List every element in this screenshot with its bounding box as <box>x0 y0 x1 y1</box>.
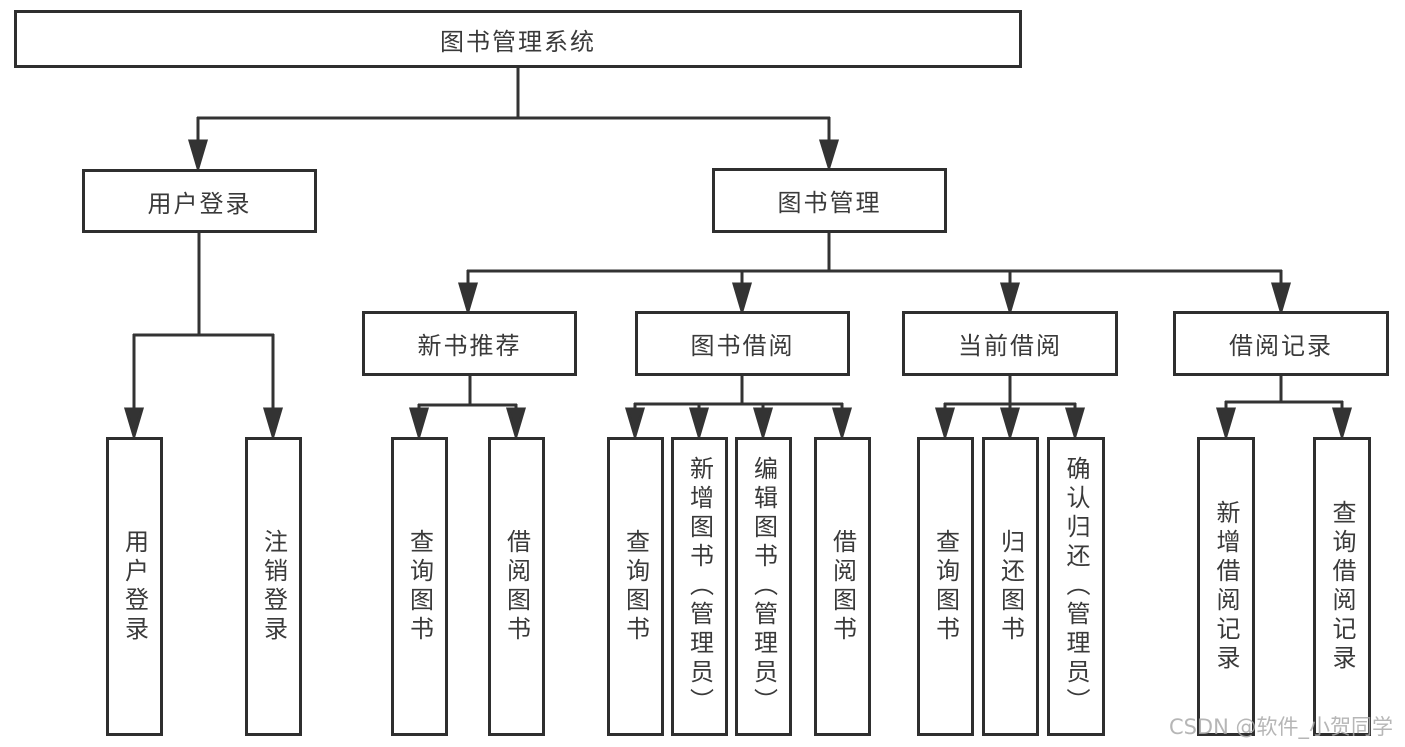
connector-borrow-records-to-leaves <box>1215 376 1353 442</box>
node-label: 当前借阅 <box>958 332 1062 360</box>
node-label: 用户登录 <box>147 189 252 218</box>
node-label: 新增图书（管理员） <box>685 456 714 717</box>
leaf-nbr-query-books: 查询图书 <box>391 437 448 736</box>
node-label: 借阅记录 <box>1229 332 1333 360</box>
node-label: 新书推荐 <box>417 332 522 360</box>
node-new-book-recommendation: 新书推荐 <box>362 311 577 376</box>
node-label: 图书借阅 <box>690 332 795 360</box>
node-library-management-system: 图书管理系统 <box>14 10 1022 68</box>
node-label: 查询图书 <box>621 528 650 645</box>
node-borrowing-records: 借阅记录 <box>1173 311 1389 376</box>
leaf-cb-return-books: 归还图书 <box>982 437 1039 736</box>
leaf-logout: 注销登录 <box>245 437 302 736</box>
connector-book-mgmt-to-level3 <box>457 233 1292 317</box>
node-label: 新增借阅记录 <box>1212 499 1240 674</box>
node-label: 图书管理系统 <box>440 27 596 56</box>
node-label: 借阅图书 <box>828 528 857 645</box>
connector-user-login-to-leaves <box>123 233 284 442</box>
leaf-br-query-record: 查询借阅记录 <box>1313 437 1371 736</box>
node-label: 借阅图书 <box>502 528 531 645</box>
node-label: 用户登录 <box>120 528 149 645</box>
node-book-management-branch: 图书管理 <box>712 168 947 233</box>
node-book-borrowing: 图书借阅 <box>635 311 850 376</box>
leaf-bb-edit-books-admin: 编辑图书（管理员） <box>735 437 792 736</box>
leaf-br-add-record: 新增借阅记录 <box>1197 437 1255 736</box>
node-label: 图书管理 <box>777 189 882 217</box>
node-current-borrowing: 当前借阅 <box>902 311 1118 376</box>
connector-root-to-level2 <box>187 68 840 174</box>
leaf-bb-borrow-books: 借阅图书 <box>814 437 871 736</box>
connector-current-borrow-to-leaves <box>934 376 1086 442</box>
leaf-user-login: 用户登录 <box>106 437 163 736</box>
connector-new-book-rec-to-leaves <box>408 376 527 442</box>
leaf-bb-query-books: 查询图书 <box>607 437 664 736</box>
node-label: 确认归还（管理员） <box>1062 456 1090 717</box>
node-label: 编辑图书（管理员） <box>749 456 778 717</box>
node-label: 归还图书 <box>996 528 1025 645</box>
leaf-nbr-borrow-books: 借阅图书 <box>488 437 545 736</box>
node-label: 查询图书 <box>931 528 960 645</box>
connector-book-borrow-to-leaves <box>624 376 853 442</box>
leaf-cb-query-books: 查询图书 <box>917 437 974 736</box>
leaf-bb-add-books-admin: 新增图书（管理员） <box>671 437 728 736</box>
leaf-cb-confirm-return-admin: 确认归还（管理员） <box>1047 437 1105 736</box>
node-user-login-branch: 用户登录 <box>82 169 317 233</box>
node-label: 查询借阅记录 <box>1328 499 1356 674</box>
node-label: 查询图书 <box>405 528 434 645</box>
node-label: 注销登录 <box>259 528 288 645</box>
